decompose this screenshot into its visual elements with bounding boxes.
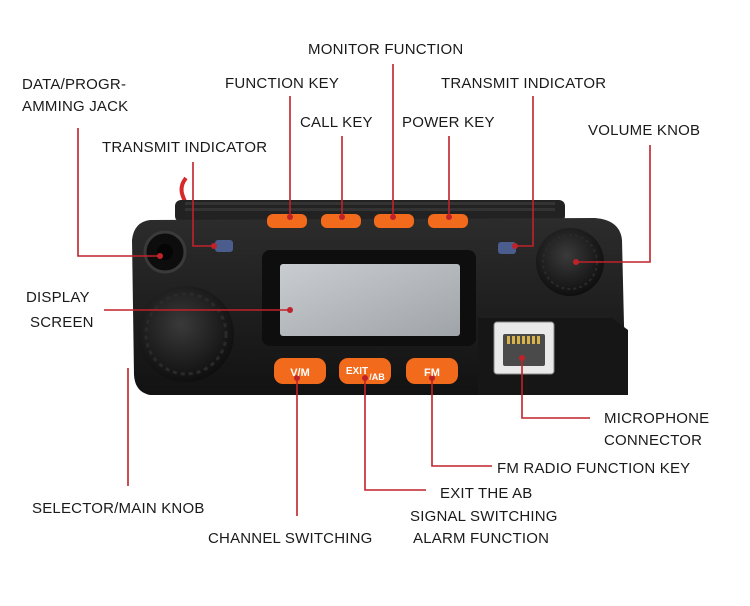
label-channel-switching: CHANNEL SWITCHING (208, 530, 373, 547)
label-display-1: DISPLAY (26, 289, 90, 306)
leader-volume (576, 145, 651, 263)
label-exit-ab-2: SIGNAL SWITCHING (410, 508, 558, 525)
label-function-key: FUNCTION KEY (225, 75, 340, 92)
label-exit-ab-1: EXIT THE AB (440, 485, 533, 502)
leader-lines (77, 64, 651, 516)
mic-connector-pins (507, 336, 540, 344)
call-key (321, 214, 361, 228)
label-display-2: SCREEN (30, 314, 94, 331)
exit-key-label: EXIT (346, 366, 368, 377)
leader-exit (364, 378, 426, 491)
vm-key-shape (274, 358, 326, 384)
label-microphone-1: MICROPHONE (604, 410, 710, 427)
label-call-key: CALL KEY (300, 114, 373, 131)
transmit-indicator-left (215, 240, 233, 252)
leader-transmit-left (192, 162, 214, 247)
display-screen (280, 264, 460, 336)
vm-key-label: V/M (290, 367, 310, 379)
label-volume-knob: VOLUME KNOB (588, 122, 701, 139)
exit-key-sublabel: /AB (369, 372, 385, 382)
label-data-jack-1: DATA/PROGR- (22, 76, 127, 93)
label-monitor-function: MONITOR FUNCTION (308, 41, 464, 58)
label-selector-knob: SELECTOR/MAIN KNOB (32, 500, 205, 517)
leader-dots (157, 214, 579, 381)
fm-key-shape (406, 358, 458, 384)
label-data-jack-2: AMMING JACK (22, 98, 129, 115)
label-transmit-indicator-left: TRANSMIT INDICATOR (102, 139, 268, 156)
function-key (267, 214, 307, 228)
label-fm-radio-key: FM RADIO FUNCTION KEY (497, 460, 691, 477)
power-key (428, 214, 468, 228)
label-microphone-2: CONNECTOR (604, 432, 703, 449)
monitor-key (374, 214, 414, 228)
leader-fm (431, 378, 492, 467)
fm-key-label: FM (424, 367, 440, 379)
leader-data-jack (77, 128, 160, 257)
leader-transmit-right (515, 96, 534, 247)
transmit-indicator-right (498, 242, 516, 254)
leader-mic (521, 358, 590, 419)
label-exit-ab-3: ALARM FUNCTION (413, 530, 550, 547)
exit-key-shape (339, 358, 391, 384)
heatsink-fins (185, 202, 555, 211)
selector-knob (138, 286, 234, 382)
label-power-key: POWER KEY (402, 114, 495, 131)
top-keys (267, 214, 468, 228)
label-transmit-indicator-right: TRANSMIT INDICATOR (441, 75, 607, 92)
volume-knob (536, 228, 604, 296)
